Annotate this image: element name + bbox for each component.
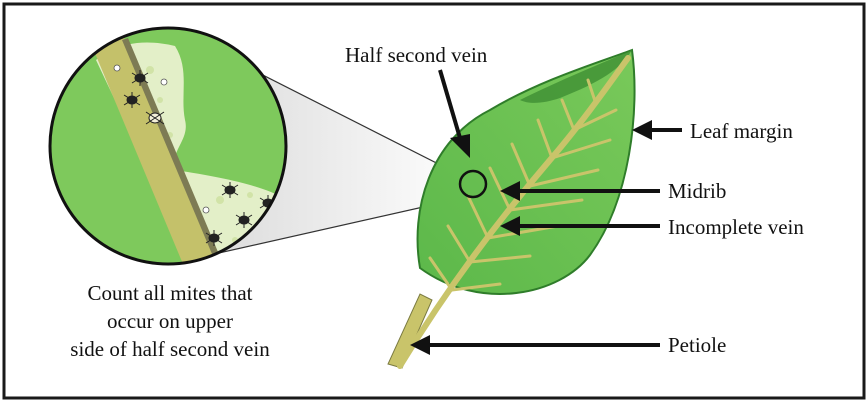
label-leaf-margin: Leaf margin: [690, 119, 793, 143]
caption-line-3: side of half second vein: [70, 337, 270, 361]
caption-line-2: occur on upper: [107, 309, 233, 333]
label-incomplete-vein: Incomplete vein: [668, 215, 804, 239]
label-half-second-vein: Half second vein: [345, 43, 488, 67]
caption-line-1: Count all mites that: [87, 281, 252, 305]
label-petiole: Petiole: [668, 333, 726, 357]
label-midrib: Midrib: [668, 179, 726, 203]
